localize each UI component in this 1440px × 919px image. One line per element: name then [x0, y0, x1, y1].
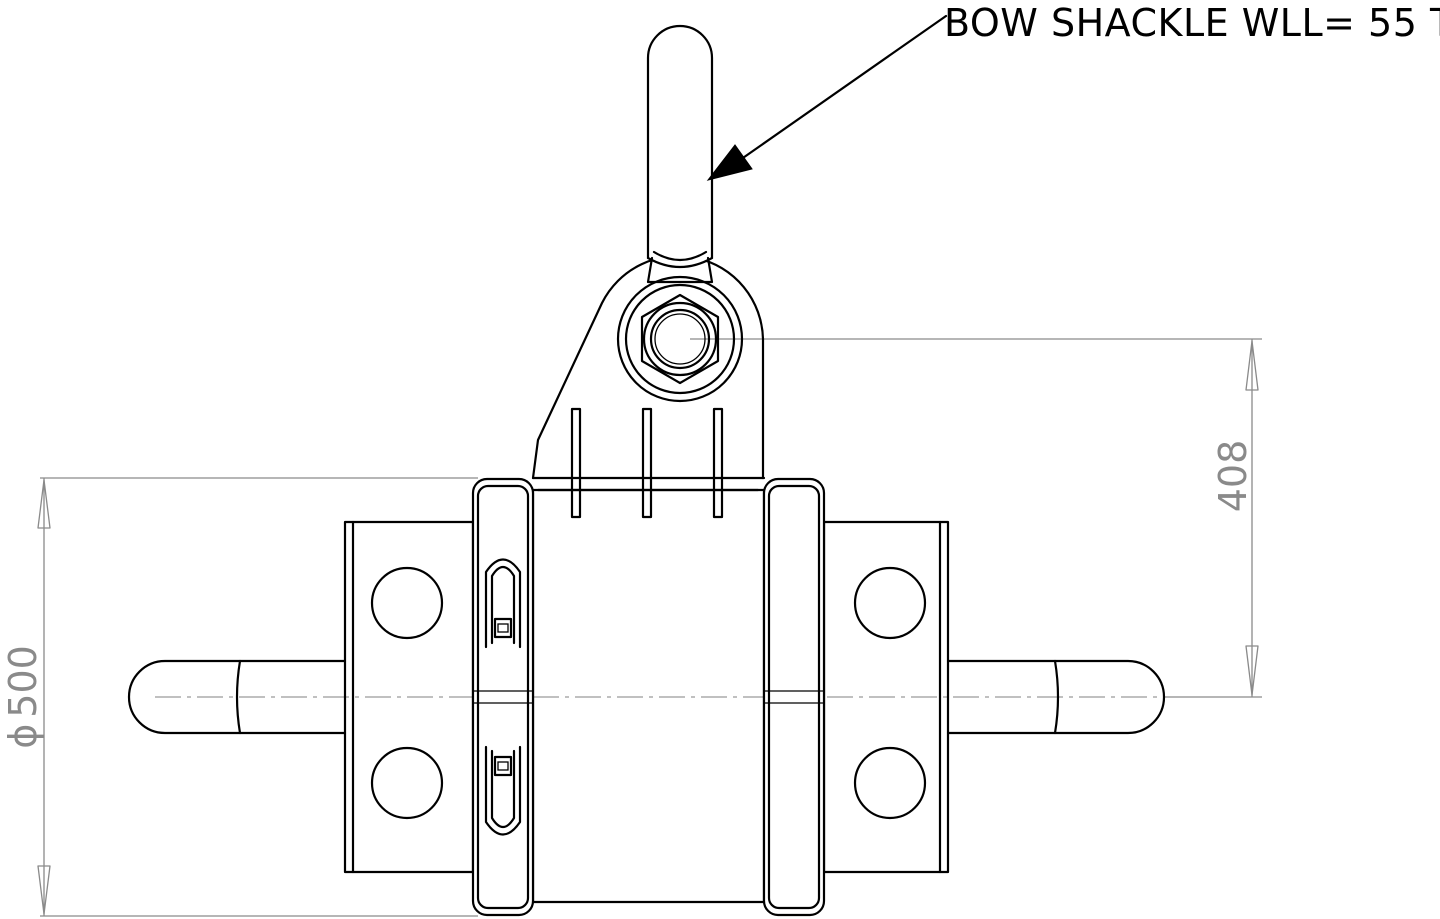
height-dimension: 408: [690, 338, 1262, 698]
diameter-dimension: ϕ500: [1, 477, 478, 917]
shackle-callout: BOW SHACKLE WLL= 55 T: [706, 1, 1440, 181]
callout-label: BOW SHACKLE WLL= 55 T: [944, 1, 1440, 45]
central-body: [531, 476, 766, 904]
right-trunnion-pin: [946, 659, 1166, 735]
bow-shackle: [616, 24, 744, 403]
left-trunnion-pin: [127, 659, 347, 735]
left-flange: [471, 477, 535, 917]
diameter-label: ϕ500: [1, 645, 45, 749]
right-flange: [762, 477, 826, 917]
height-label: 408: [1211, 440, 1255, 513]
